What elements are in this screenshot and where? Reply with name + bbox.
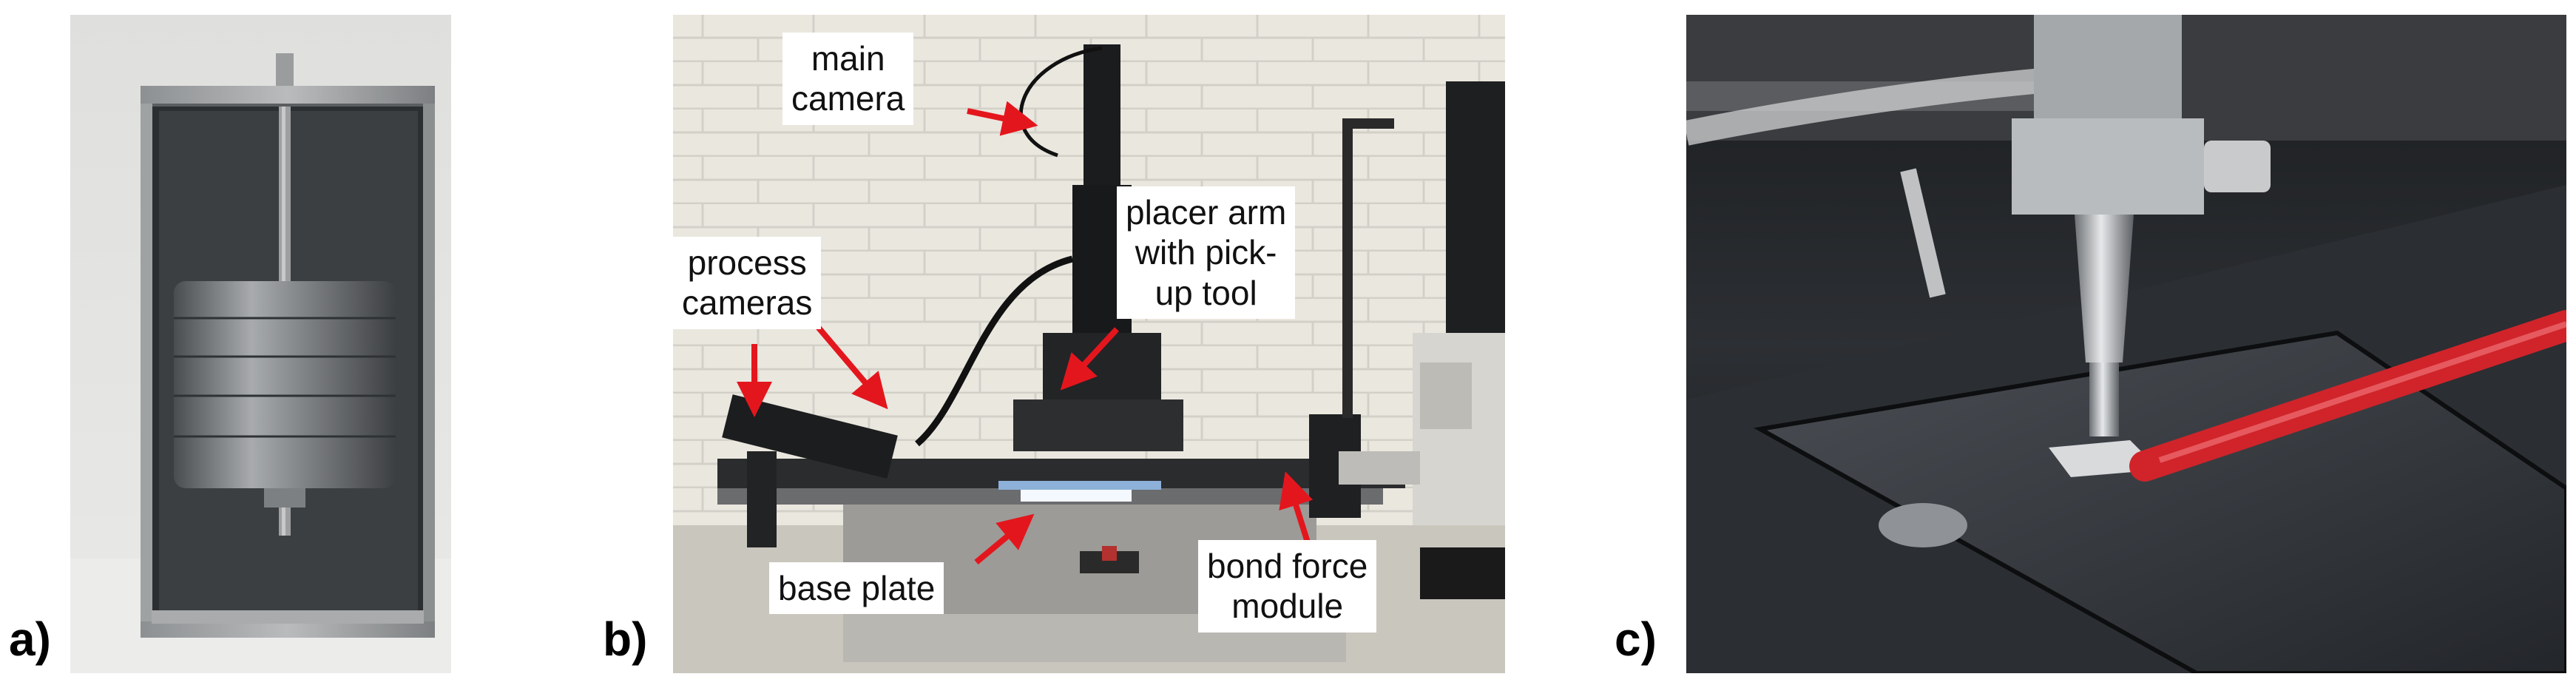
callout-main-camera: main camera	[782, 33, 914, 125]
arrow-process-camera-right	[811, 320, 888, 410]
callout-bond-force-module: bond force module	[1198, 540, 1377, 633]
arrow-base-plate	[974, 513, 1035, 565]
panel-c-label: c)	[1615, 613, 1657, 666]
panel-b-photo: main camera placer arm with pick- up too…	[673, 15, 1505, 673]
arrow-placer-arm	[1060, 327, 1119, 391]
panel-c-photo	[1686, 15, 2566, 673]
callout-base-plate: base plate	[769, 562, 944, 615]
arrow-main-camera	[967, 101, 1038, 136]
callout-process-cameras: process cameras	[673, 237, 822, 329]
callout-placer-arm: placer arm with pick- up tool	[1117, 186, 1296, 319]
panel-b-label: b)	[603, 613, 648, 666]
panel-a-photo	[70, 15, 451, 673]
panel-a-label: a)	[9, 613, 51, 666]
